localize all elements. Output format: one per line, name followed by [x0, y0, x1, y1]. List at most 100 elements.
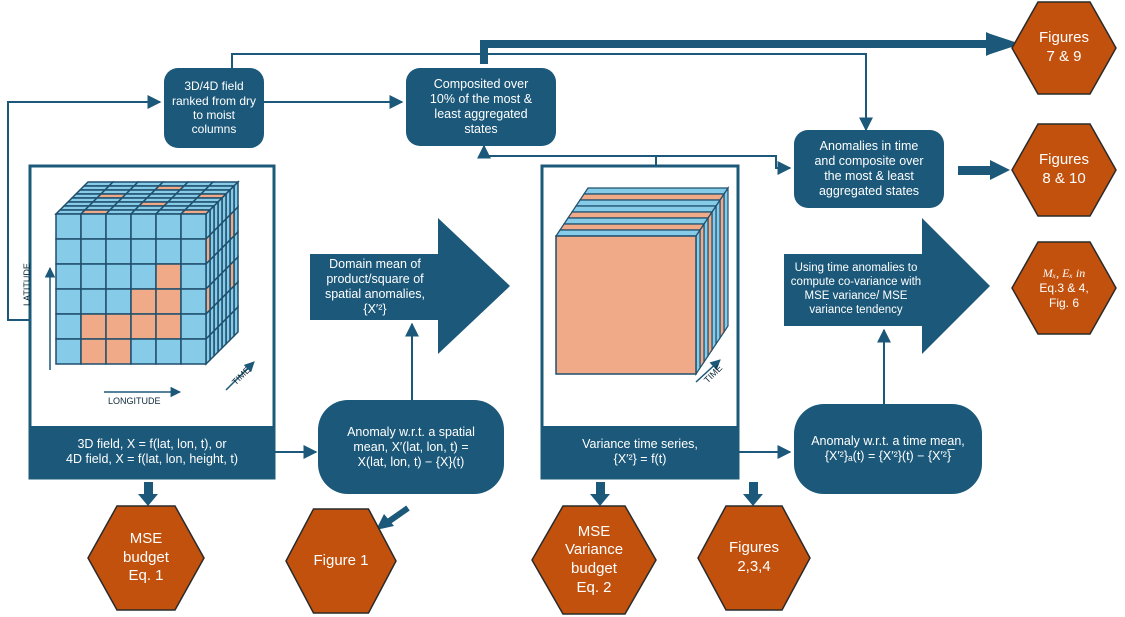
- hex-shape-figures-2-3-4: [697, 505, 811, 611]
- slab-top: [562, 217, 710, 225]
- cube-front-cell: [130, 313, 157, 340]
- hex-mxex-line-3: Fig. 6: [1048, 295, 1079, 310]
- hex-figures-2-3-4: Figures 2,3,4: [700, 508, 808, 608]
- hexagons: [87, 1, 1117, 615]
- slab-front: [555, 235, 697, 375]
- hex-fig810-line-2: 8 & 10: [1042, 170, 1086, 187]
- hex-mxex-line-2: Eq.3 & 4,: [1039, 280, 1089, 295]
- slab-top: [574, 199, 722, 207]
- cube-front-cell: [55, 338, 82, 365]
- hex-mse-line-2: budget: [123, 548, 169, 566]
- hex-figures-8-10: Figures 8 & 10: [1016, 128, 1112, 212]
- composited-line-3: least aggregated: [434, 107, 528, 121]
- cube-front-cell: [105, 288, 132, 315]
- composited-line-2: 10% of the most &: [429, 92, 533, 106]
- domain-mean-line-1: Domain mean of: [329, 257, 421, 271]
- anom-composite-line-4: aggregated states: [818, 184, 920, 198]
- cube-front-cell: [80, 288, 107, 315]
- hex-fig79-line-2: 7 & 9: [1046, 48, 1082, 65]
- cube-front-cell: [80, 238, 107, 265]
- hex-mse-line-1: MSE: [129, 529, 163, 547]
- hex-fig234-line-2: 2,3,4: [737, 558, 771, 575]
- composited-line-1: Composited over: [433, 77, 529, 91]
- cube-front-cell: [130, 338, 157, 365]
- composited-box: Composited over 10% of the most & least …: [406, 68, 556, 146]
- cube-front-cell: [180, 338, 207, 365]
- anom-composite-line-3: the most & least: [824, 169, 914, 183]
- hex-fig1-line-1: Figure 1: [313, 551, 369, 569]
- domain-mean-arrow: [310, 218, 510, 354]
- time-anomaly-box: Anomaly w.r.t. a time mean, {X′²}ₐ(t) = …: [794, 404, 982, 494]
- longitude-label: LONGITUDE: [108, 396, 161, 406]
- hex-shape-figure-1: [285, 508, 397, 614]
- hex-msevar-line-4: Eq. 2: [576, 578, 612, 596]
- cube-front-cell: [105, 338, 132, 365]
- left-caption-bar: [30, 426, 274, 478]
- cube-front-cell: [180, 313, 207, 340]
- cube-front-cell: [155, 288, 182, 315]
- covariance-line-3: MSE variance/ MSE: [804, 290, 908, 302]
- hex-mxex-line-1: Mₓ, Eₓ in: [1042, 265, 1086, 280]
- cube-front-cell: [155, 238, 182, 265]
- time-anomaly-line-2: {X′²}ₐ(t) = {X′²}(t) − {X′²}̅: [824, 449, 952, 463]
- variance-slab-stack: [554, 186, 730, 376]
- right-caption-bar: [542, 426, 738, 478]
- field-caption: 3D field, X = f(lat, lon, t), or 4D fiel…: [30, 426, 274, 478]
- composited-line-4: states: [464, 122, 498, 136]
- hex-shape-figures-8-10: [1011, 123, 1117, 217]
- domain-mean-line-2: product/square of: [326, 272, 424, 286]
- anom-composite-line-1: Anomalies in time: [819, 139, 919, 153]
- covariance-line-4: variance tendency: [809, 303, 903, 316]
- domain-mean-line-3: spatial anomalies, {X′²}: [324, 287, 426, 316]
- cube-front-cell: [55, 288, 82, 315]
- anomaly-composite-box-shape: [794, 130, 944, 208]
- covariance-line-1: Using time anomalies to: [794, 262, 918, 275]
- cube-front-cell: [130, 238, 157, 265]
- composited-box-shape: [406, 68, 556, 146]
- cube-front-cell: [80, 213, 107, 240]
- hex-msevar-line-3: budget: [571, 560, 617, 577]
- cube-front-cell: [155, 313, 182, 340]
- spatial-anomaly-line-3: X(lat, lon, t) − {X}(t): [357, 454, 465, 469]
- spatial-anomaly-line-1: Anomaly w.r.t. a spatial: [347, 424, 475, 439]
- variance-caption: Variance time series, {X′²} = f(t): [542, 426, 738, 478]
- variance-caption-line-2: {X′²} = f(t): [613, 452, 667, 466]
- grid-cube: [54, 180, 240, 366]
- cube-front-cell: [80, 313, 107, 340]
- hex-mse-variance-budget: MSE Variance budget Eq. 2: [534, 508, 654, 612]
- hex-fig810-line-1: Figures: [1038, 151, 1090, 169]
- hex-figure-1: Figure 1: [288, 512, 394, 610]
- covariance-line-2: compute co-variance with: [790, 276, 922, 289]
- cube-front-cell: [130, 263, 157, 290]
- hex-shape-mx-ex: [1011, 241, 1117, 335]
- hex-mse-line-3: Eq. 1: [128, 567, 164, 585]
- cube-front-cell: [155, 213, 182, 240]
- cube-axis-arrows: [44, 266, 721, 398]
- hex-fig234-line-1: Figures: [728, 539, 780, 557]
- connector-lines: [7, 53, 891, 459]
- hex-figures-7-9: Figures 7 & 9: [1016, 6, 1112, 90]
- ranked-line-4: columns: [191, 122, 237, 137]
- cube-front-cell: [80, 263, 107, 290]
- ranked-box: 3D/4D field ranked from dry to moist col…: [164, 68, 264, 148]
- cube-front-cell: [105, 238, 132, 265]
- cube-front-cell: [180, 213, 207, 240]
- spatial-anomaly-line-2: mean, X′(lat, lon, t) =: [353, 439, 469, 454]
- domain-mean-label: Domain mean of product/square of spatial…: [312, 254, 438, 320]
- hex-msevar-line-1: MSE: [577, 522, 611, 540]
- cube-front-cell: [105, 263, 132, 290]
- cube-front-cell: [180, 288, 207, 315]
- cube-front-cell: [55, 263, 82, 290]
- anom-composite-line-2: and composite over: [814, 154, 924, 168]
- slab-top: [582, 187, 730, 195]
- cube-front-cell: [55, 213, 82, 240]
- time-anomaly-line-1: Anomaly w.r.t. a time mean,: [811, 434, 965, 448]
- cube-front-cell: [155, 263, 182, 290]
- ranked-box-shape: [164, 68, 264, 148]
- latitude-label: LATITUDE: [22, 263, 32, 306]
- cube-front-cell: [180, 238, 207, 265]
- cube-front-cell: [55, 238, 82, 265]
- cube-front-cell: [105, 313, 132, 340]
- hex-mx-ex: Mₓ, Eₓ in Eq.3 & 4, Fig. 6: [1016, 246, 1112, 330]
